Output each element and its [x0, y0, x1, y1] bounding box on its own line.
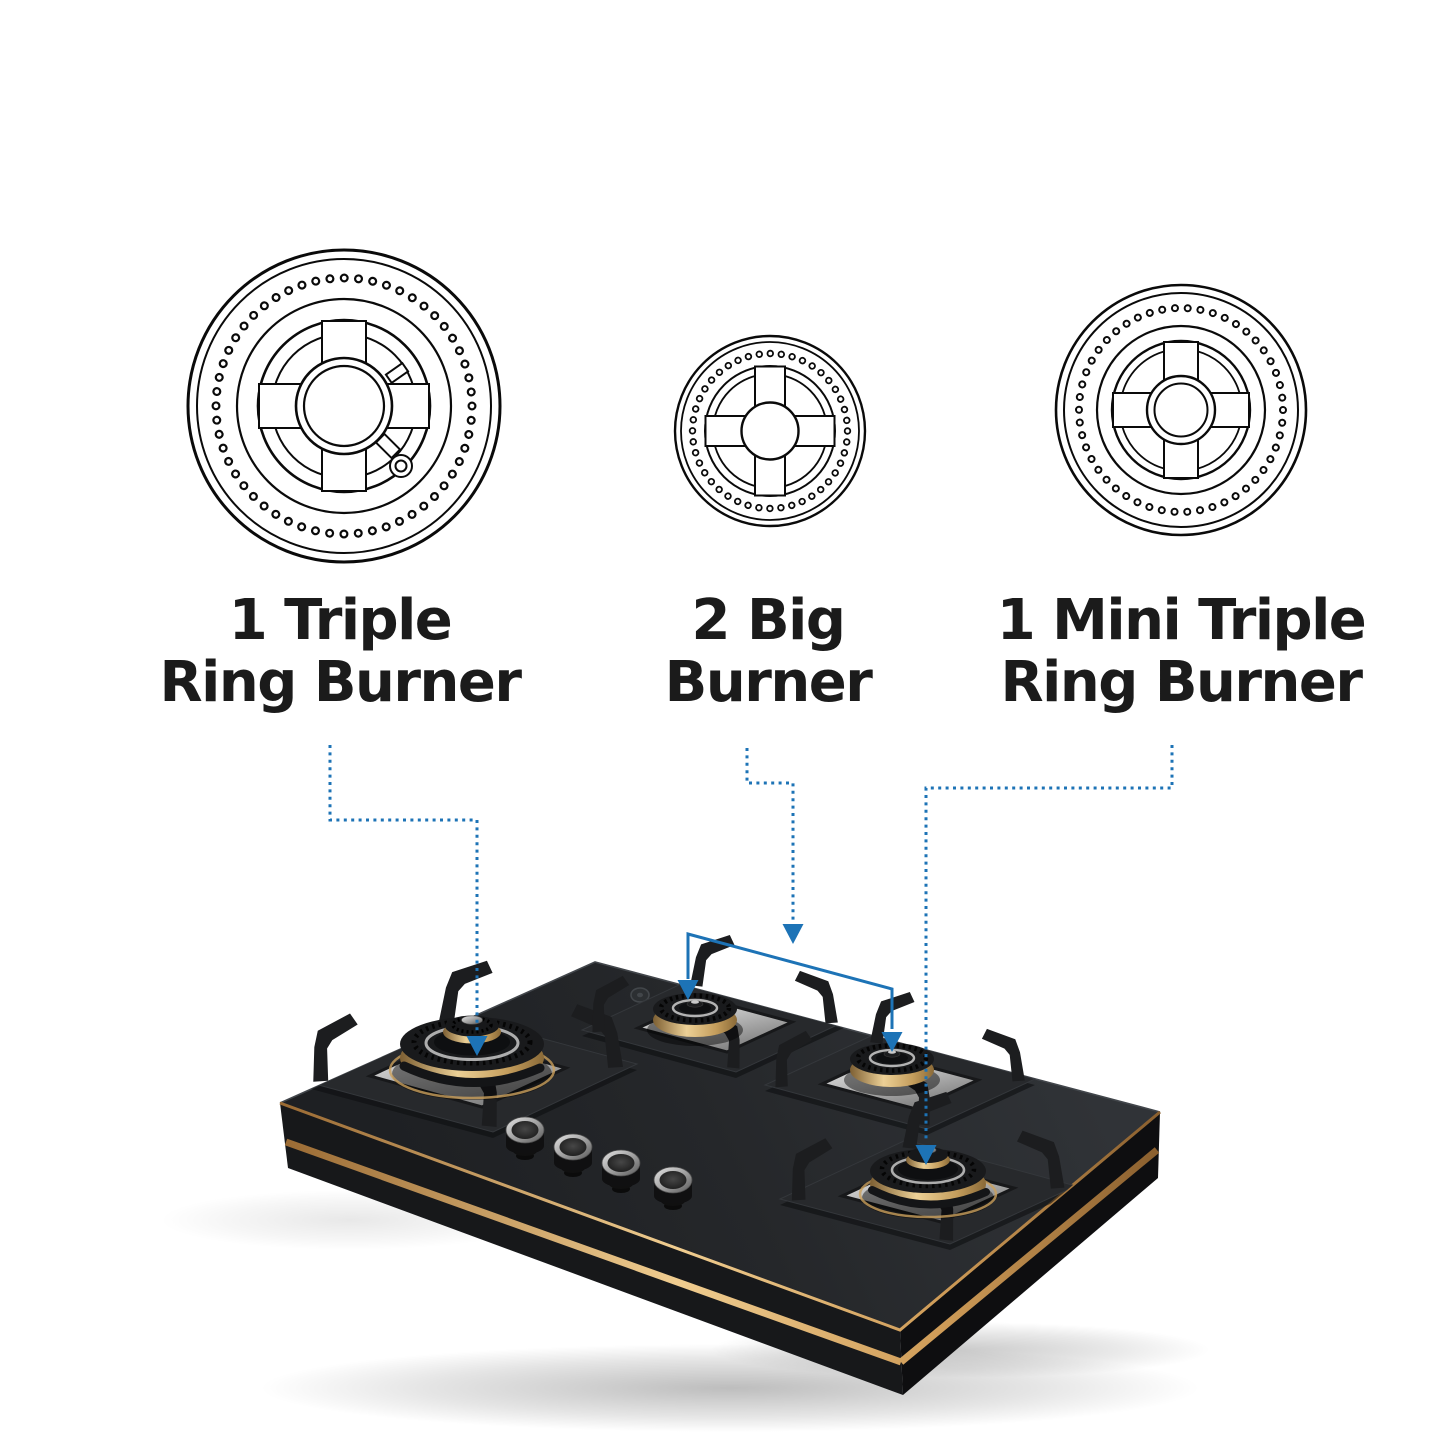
feature-label-mini-triple: 1 Mini Triple Ring Burner — [921, 590, 1441, 714]
control-knob-4 — [653, 1166, 693, 1210]
ignition-electrode-detail — [389, 454, 413, 478]
feature-label-line2: Ring Burner — [159, 650, 522, 715]
arrow-down-icon — [466, 1036, 488, 1056]
burner-mini-triple-ring — [858, 1146, 998, 1219]
connector-big-burners — [677, 748, 903, 1052]
feature-label-big: 2 Big Burner — [568, 590, 968, 714]
arrow-down-icon — [677, 980, 699, 1000]
feature-label-line1: 1 Mini Triple — [996, 588, 1367, 653]
arrow-down-icon — [915, 1145, 937, 1165]
feature-label-line2: Burner — [664, 650, 873, 715]
burner-lug — [384, 361, 410, 385]
brand-emblem — [630, 987, 650, 1003]
connector-triple-ring — [328, 745, 488, 1056]
triple-ring-burner-icon — [186, 248, 502, 564]
arrow-down-icon — [782, 924, 804, 944]
arrow-down-icon — [881, 1032, 903, 1052]
control-knob-2 — [553, 1133, 593, 1177]
mini-triple-ring-burner-icon — [1054, 283, 1308, 537]
feature-label-line1: 2 Big — [691, 588, 846, 653]
connector-mini-triple-ring — [915, 745, 1174, 1165]
big-burner-icon — [673, 334, 867, 528]
feature-label-line1: 1 Triple — [228, 588, 453, 653]
control-knobs — [505, 1116, 693, 1210]
hob-body — [280, 1103, 1160, 1395]
feature-label-line2: Ring Burner — [1000, 650, 1363, 715]
burner-big-right — [844, 1043, 940, 1096]
control-knob-3 — [601, 1149, 641, 1193]
control-knob-1 — [505, 1116, 545, 1160]
burner-big-left — [647, 993, 743, 1046]
feature-label-triple-ring: 1 Triple Ring Burner — [80, 590, 600, 714]
